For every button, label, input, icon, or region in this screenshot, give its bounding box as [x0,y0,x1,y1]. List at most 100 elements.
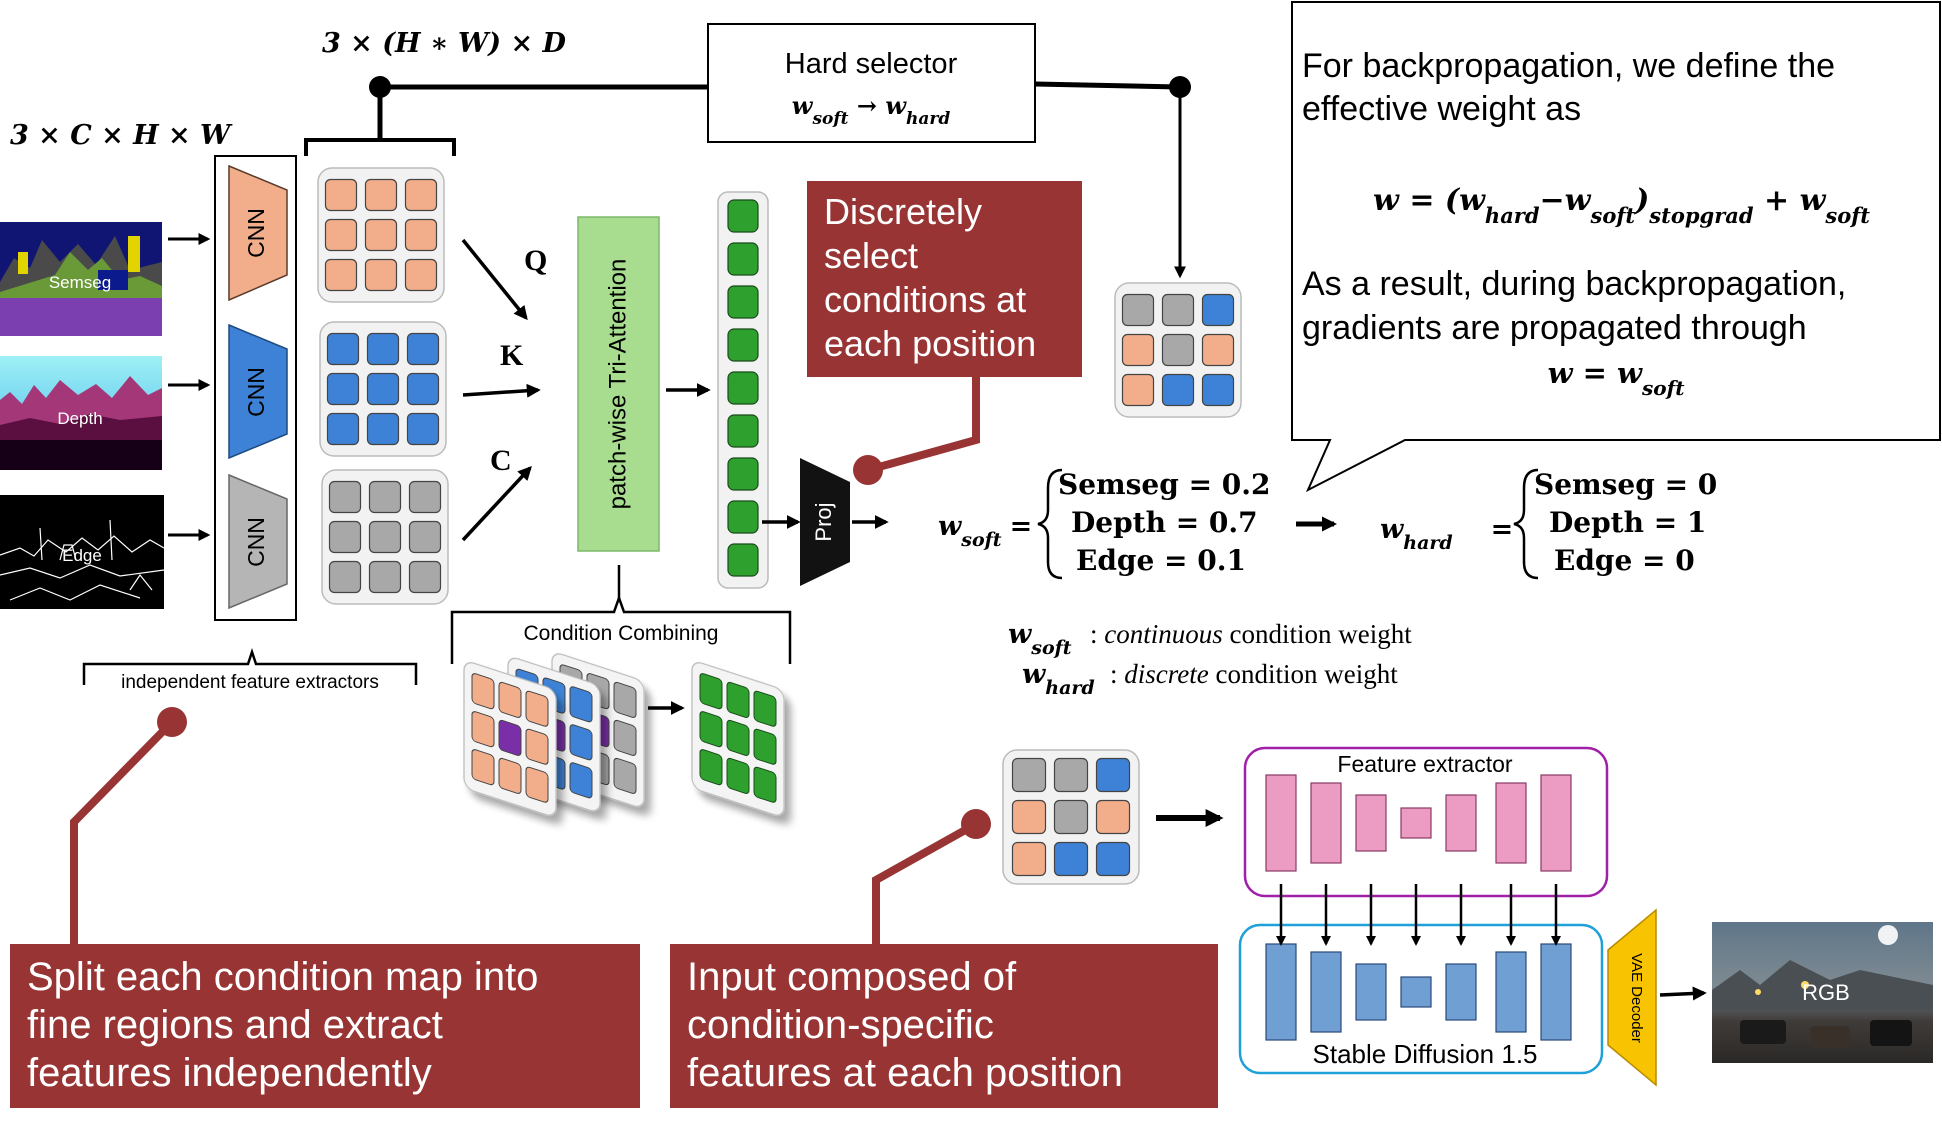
grid-cell [406,372,440,406]
grid-cell [368,560,402,594]
hard-brace [1513,468,1539,580]
grid-cell [326,412,360,446]
grid-cell [1095,799,1131,835]
grid-cell [328,480,362,514]
stable-diffusion-blocks [1265,943,1572,1041]
cnn-edge: CNN [228,473,288,610]
grid-cell [366,412,400,446]
extractors-brace [82,648,418,685]
stacked-cell [613,719,637,756]
green-cell [726,681,750,718]
vae-decoder [1607,908,1657,1087]
grid-cell [404,258,438,292]
stacked-cell [613,681,637,718]
grid-cell [1011,841,1047,877]
svg-text:select: select [824,235,918,276]
grid-cell [1201,373,1235,407]
stacked-cell [498,719,522,756]
legend-hard-desc: : discrete condition weight [1110,659,1398,689]
hard-selector-title: Hard selector [785,48,958,80]
input-callout-pointer [872,820,978,944]
semseg-image: Semseg [0,222,162,336]
grid-cell [1161,333,1195,367]
grid-cell [368,480,402,514]
stacked-cell [471,673,495,710]
feature-extractor-label: Feature extractor [1337,751,1512,777]
fe-block [1445,794,1477,852]
column-cell [727,371,759,405]
svg-text:each position: each position [824,323,1036,364]
stacked-cell [569,762,593,799]
column-cell [727,199,759,233]
edge-label: Edge [62,546,102,565]
green-layer [691,662,785,816]
speech-bubble [1291,1,1941,493]
column-cell [727,500,759,534]
combining-label: Condition Combining [524,622,719,645]
edge-image: Edge [0,495,165,609]
token-grid-semseg [317,167,445,303]
q-label: Q [524,244,547,277]
grid-cell [406,412,440,446]
output-token-column [717,191,769,589]
grid-cell [368,520,402,554]
grid-cell [366,372,400,406]
grid-cell [1121,333,1155,367]
green-cell [726,719,750,756]
stacked-cell [498,757,522,794]
svg-text:Edge = 0: Edge = 0 [1554,544,1695,577]
input-callout-text: Input composed of condition-specific fea… [687,955,1123,1095]
svg-text:Split each condition map into: Split each condition map into [27,955,538,999]
svg-text:Input composed of: Input composed of [687,955,1017,999]
token-grid-depth [319,321,447,457]
input-dims-label: 3 × C × H × W [10,120,233,151]
stacked-cell [569,724,593,761]
green-cell [753,728,777,765]
soft-weight-label: wsoft= [938,511,1032,551]
green-cell [699,711,723,748]
grid-cell [1201,293,1235,327]
semseg-label: Semseg [49,273,111,292]
green-cell [699,673,723,710]
selected-mixed-grid [1114,282,1242,418]
grid-cell [1095,841,1131,877]
grid-cell [364,218,398,252]
stable-diffusion-label: Stable Diffusion 1.5 [1313,1039,1538,1069]
svg-text:Semseg = 0: Semseg = 0 [1534,468,1717,501]
input-callout [670,944,1218,1108]
depth-image: Depth [0,356,162,470]
stacked-cell [471,711,495,748]
hard-values: Semseg = 0 Depth = 1 Edge = 0 [1534,468,1717,577]
stacked-layer [463,662,557,816]
stacked-condition-grids [463,653,645,816]
discrete-callout-dot [853,455,883,485]
fe-block [1400,807,1432,839]
stacked-cell [525,690,549,727]
stacked-cell [525,766,549,803]
split-callout-text: Split each condition map into fine regio… [27,955,538,1095]
svg-text:Depth = 1: Depth = 1 [1549,506,1706,539]
hard-weight-label: whard= [1380,514,1513,554]
hard-selector-box [707,23,1036,143]
stacked-cell [613,757,637,794]
fe-block [1495,782,1527,864]
token-dims-label: 3 × (H ∗ W) × D [322,28,566,59]
qkc-arrows [461,238,541,542]
fe-block [1355,794,1387,852]
grid-cell [324,258,358,292]
grid-cell [406,332,440,366]
stacked-cell [498,681,522,718]
sd-block [1400,976,1432,1008]
svg-text:fine regions and extract: fine regions and extract [27,1003,443,1047]
svg-text:CNN: CNN [243,517,269,567]
selector-dot-left [369,76,391,98]
hard-selector-formula: wsoft → whard [792,91,951,129]
svg-text:conditions at: conditions at [824,279,1026,320]
column-cell [727,285,759,319]
svg-text:Discretely: Discretely [824,191,982,232]
grid-cell [1161,293,1195,327]
grid-cell [1011,799,1047,835]
svg-text:features at each position: features at each position [687,1051,1123,1095]
input-mixed-grid [1002,749,1140,885]
